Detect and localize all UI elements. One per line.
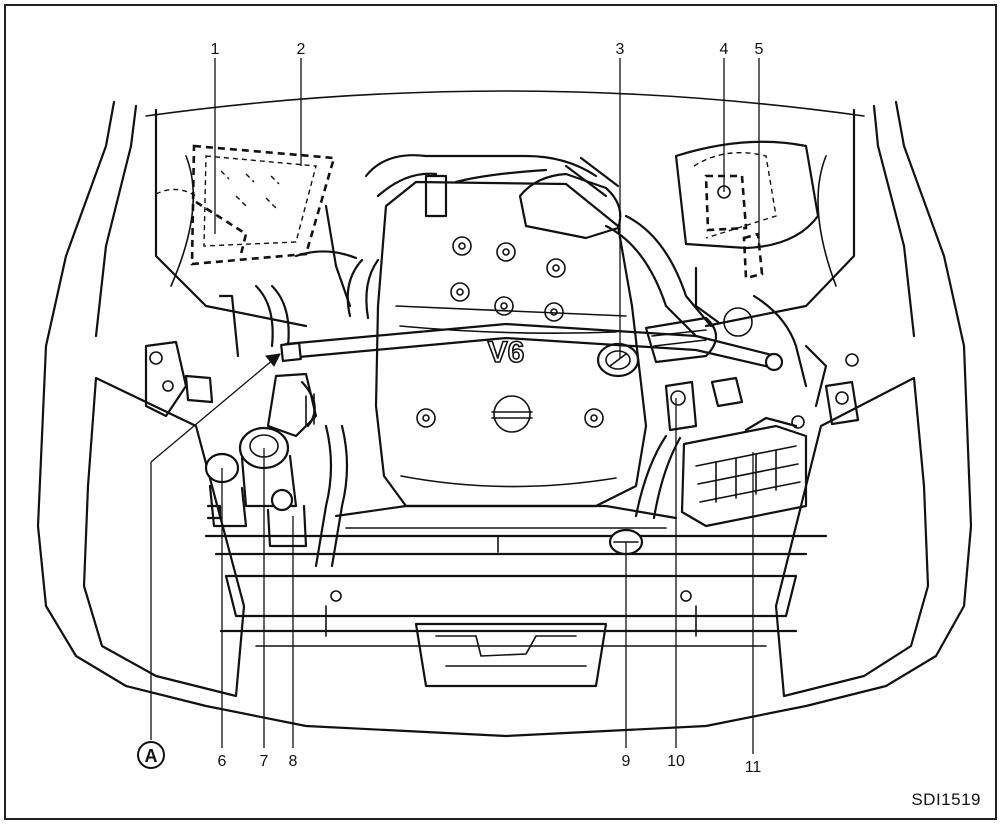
reference-marker-a: A [137, 741, 165, 769]
callout-7: 7 [260, 753, 269, 770]
cover-bolts [416, 236, 604, 428]
reference-marker-letter: A [145, 746, 158, 766]
callout-6: 6 [218, 753, 227, 770]
callout-8: 8 [289, 753, 298, 770]
component-10 [634, 380, 698, 520]
strut-tower-bar [280, 322, 784, 372]
front-crossmember [334, 504, 678, 553]
reservoir-8 [266, 488, 308, 548]
engine-cover: V6 [374, 180, 648, 508]
callout-4: 4 [720, 41, 729, 58]
leader-lines [150, 58, 760, 754]
brake-fluid-reservoir-area [155, 144, 336, 266]
callout-11: 11 [745, 759, 762, 776]
callout-9: 9 [622, 753, 631, 770]
callout-10: 10 [667, 753, 685, 770]
callout-1: 1 [211, 41, 220, 58]
relay-box-11 [680, 415, 808, 528]
engine-badge: V6 [488, 336, 525, 369]
figure-code: SDI1519 [911, 790, 981, 809]
right-side-components [608, 344, 860, 556]
diagram-frame: V6 [4, 4, 997, 820]
car-body-outline [36, 90, 973, 738]
oil-filler-cap [596, 342, 640, 378]
left-side-components [144, 340, 349, 568]
callout-2: 2 [297, 41, 306, 58]
engine-bay-illustration: V6 [36, 41, 973, 776]
washer-tank-area [674, 140, 820, 280]
callout-3: 3 [616, 41, 625, 58]
callout-labels: 1 2 3 4 5 6 7 8 9 10 11 A [137, 41, 764, 776]
intake-and-hoses [218, 154, 808, 388]
callout-5: 5 [755, 41, 764, 58]
maker-emblem [491, 395, 533, 433]
